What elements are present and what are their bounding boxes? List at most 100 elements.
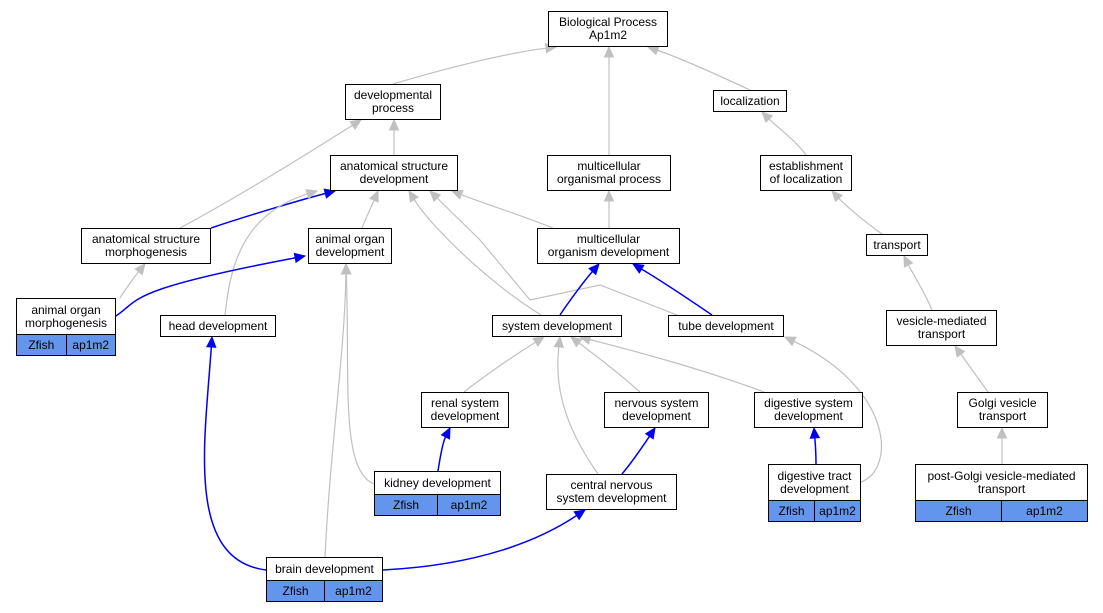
annotation-species[interactable]: Zfish xyxy=(28,337,55,352)
term-label-line: development xyxy=(780,481,849,496)
term-label-line: system development xyxy=(556,491,667,505)
edge-anatomical-structure-morphogenesis-to-anatomical-structure-development xyxy=(210,188,337,229)
annotation-species[interactable]: Zfish xyxy=(282,583,309,598)
edge-nervous-system-development-to-system-development xyxy=(570,336,641,393)
term-label-line: transport xyxy=(917,327,966,341)
edge-arrowhead xyxy=(340,262,352,275)
term-label-line: morphogenesis xyxy=(104,245,188,259)
term-node-localization[interactable]: localization xyxy=(713,90,787,112)
edge-arrowhead xyxy=(954,345,966,358)
term-label-line: system development xyxy=(501,318,613,333)
edge-arrowhead xyxy=(603,45,615,58)
term-label-line: developmental xyxy=(353,88,433,102)
annotation-row: Zfish ap1m2 xyxy=(17,334,115,355)
term-node-system-development[interactable]: system development xyxy=(492,315,622,337)
term-label-line: process xyxy=(371,101,415,115)
edge-arrowhead xyxy=(293,252,307,264)
term-node-head-development[interactable]: head development xyxy=(160,315,276,337)
edge-animal-organ-morphogenesis-to-anatomical-structure-morphogenesis xyxy=(119,263,146,299)
edge-animal-organ-morphogenesis-to-animal-organ-development xyxy=(115,252,307,317)
term-label-line: digestive system xyxy=(764,396,853,410)
term-label-line: brain development xyxy=(275,561,374,576)
edge-arrowhead xyxy=(134,263,146,276)
term-label-line: vesicle-mediated xyxy=(896,314,987,328)
edge-kidney-development-to-renal-system-development xyxy=(437,426,451,472)
term-label-line: establishment xyxy=(768,159,844,173)
term-label-line: organismal process xyxy=(556,172,662,186)
edge-brain-development-to-central-nervous-system-development xyxy=(382,509,587,571)
term-label: localization xyxy=(714,91,786,111)
annotation-gene[interactable]: ap1m2 xyxy=(324,581,382,601)
term-label-line: head development xyxy=(168,318,268,333)
edge-arrowhead xyxy=(450,189,464,200)
term-label-line: transport xyxy=(978,409,1027,423)
term-label-line: development xyxy=(359,172,429,186)
edge-arrowhead xyxy=(644,426,656,440)
edge-multicellular-organism-development-to-multicellular-organismal-process xyxy=(603,189,615,229)
annotation-gene[interactable]: ap1m2 xyxy=(814,501,860,521)
term-label-line: Ap1m2 xyxy=(588,28,628,42)
edge-renal-system-development-to-system-development xyxy=(463,336,546,393)
annotation-species[interactable]: Zfish xyxy=(392,497,419,512)
annotation-gene[interactable]: ap1m2 xyxy=(437,495,500,515)
edge-system-development-to-multicellular-organism-development xyxy=(559,263,600,316)
edge-post-golgi-vesicle-mediated-transport-to-golgi-vesicle-transport xyxy=(996,426,1008,465)
edge-arrowhead xyxy=(996,426,1008,439)
annotation-gene[interactable]: ap1m2 xyxy=(1001,501,1087,521)
edge-localization-to-biological-process xyxy=(646,45,751,91)
edge-arrowhead xyxy=(349,119,363,131)
edge-brain-development-to-head-development xyxy=(203,335,267,571)
term-label-line: nervous system xyxy=(614,396,699,410)
term-node-transport[interactable]: transport xyxy=(866,234,928,256)
term-label-line: digestive tract xyxy=(777,468,852,483)
edge-tube-development-to-anatomical-structure-development xyxy=(429,190,678,316)
edge-central-nervous-system-development-to-nervous-system-development xyxy=(621,426,656,475)
edge-brain-development-to-animal-organ-development xyxy=(324,262,352,558)
edge-arrowhead xyxy=(553,335,565,349)
term-label-line: Biological Process xyxy=(558,15,658,29)
edge-arrowhead xyxy=(408,189,420,203)
annotation-row: Zfish ap1m2 xyxy=(769,500,860,521)
edge-transport-to-establishment-of-localization xyxy=(831,190,883,235)
term-node-tube-development[interactable]: tube development xyxy=(668,315,784,337)
annotation-species[interactable]: Zfish xyxy=(778,503,805,518)
edge-arrowhead xyxy=(532,336,546,348)
annotation-gene[interactable]: ap1m2 xyxy=(65,335,116,355)
annotation-species[interactable]: Zfish xyxy=(945,503,972,518)
term-label: head development xyxy=(161,316,275,336)
edge-establishment-of-localization-to-localization xyxy=(761,111,807,156)
term-label-line: development xyxy=(774,409,843,423)
edge-arrowhead xyxy=(570,336,583,348)
annotation-row: Zfish ap1m2 xyxy=(375,494,500,515)
